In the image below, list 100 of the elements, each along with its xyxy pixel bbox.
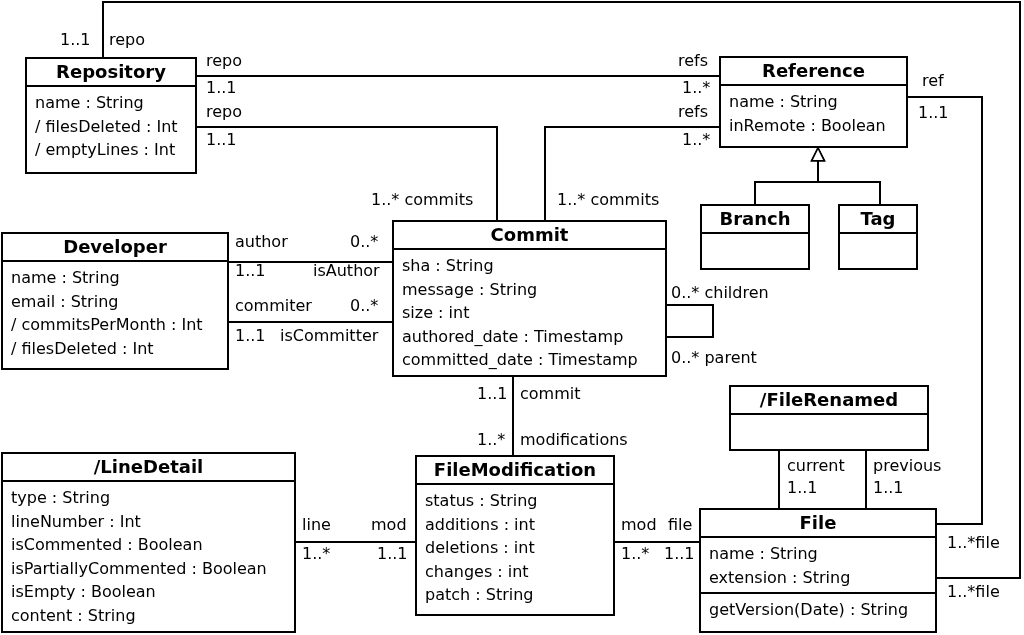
association-line [102, 1, 1021, 579]
class-name: Branch [719, 208, 791, 230]
attribute-text: / emptyLines : Int [35, 139, 177, 161]
association-label: line [302, 516, 331, 534]
association-label: commit [520, 385, 581, 403]
method-text: getVersion(Date) : String [709, 599, 910, 621]
association-line [295, 541, 416, 543]
attribute-text: size : int [402, 302, 471, 324]
association-label: ref [922, 72, 944, 90]
association-line [865, 450, 867, 509]
class-box [25, 57, 197, 174]
association-line [907, 96, 983, 525]
attribute-text: inRemote : Boolean [729, 114, 887, 137]
association-label: 1..* [477, 431, 506, 449]
generalization-arrow [810, 147, 881, 205]
association-line [196, 75, 720, 77]
association-label: 0..* [350, 297, 379, 315]
association-label: commiter [235, 297, 312, 315]
attribute-text: name : String [11, 267, 121, 289]
association-label: 1..1 [918, 104, 949, 122]
association-label: isCommitter [280, 327, 379, 345]
association-label: 1..* [302, 545, 331, 563]
class-name: /FileRenamed [759, 389, 899, 411]
attribute-text: name : String [35, 92, 145, 114]
association-label: refs [678, 103, 709, 121]
class-box [838, 204, 918, 270]
class-box [392, 220, 667, 377]
association-label: mod [371, 516, 407, 534]
attribute-text: extension : String [709, 566, 852, 589]
association-label: isAuthor [313, 262, 380, 280]
association-label: author [235, 233, 288, 251]
class-box [729, 385, 929, 451]
attribute-text: deletions : int [425, 537, 536, 559]
attribute-text: lineNumber : Int [11, 510, 142, 533]
association-label: mod [621, 516, 657, 534]
attribute-text: / filesDeleted : Int [11, 337, 155, 360]
association-label: 1..* [682, 79, 711, 97]
association-line [778, 450, 780, 509]
association-label: 0..* children [671, 284, 769, 302]
association-label: 1..1 [664, 545, 695, 563]
attribute-text: / filesDeleted : Int [35, 115, 179, 138]
association-label: 1..* commits [557, 191, 660, 209]
association-label: 1..1 [787, 479, 818, 497]
class-name: /LineDetail [93, 456, 204, 478]
class-name: Commit [490, 224, 569, 246]
attribute-text: changes : int [425, 560, 530, 583]
attribute-text: / commitsPerMonth : Int [11, 314, 204, 336]
association-line [544, 126, 720, 221]
attribute-text: status : String [425, 490, 539, 512]
association-label: 1..* [621, 545, 650, 563]
association-line [614, 541, 700, 543]
association-label: 1..1 [60, 31, 91, 49]
association-line [512, 376, 514, 456]
association-label: 1..*file [947, 583, 1000, 601]
class-name: File [799, 512, 837, 534]
attribute-text: authored_date : Timestamp [402, 325, 625, 348]
association-label: 0..* parent [671, 349, 757, 367]
class-name: Tag [860, 208, 896, 230]
association-label: 1..*file [947, 534, 1000, 552]
association-label: refs [678, 52, 709, 70]
association-label: 1..1 [206, 131, 237, 149]
association-line [196, 126, 498, 221]
association-label: modifications [520, 431, 628, 449]
association-label: repo [206, 52, 242, 70]
class-name: Repository [56, 61, 166, 83]
class-box [1, 452, 296, 633]
attribute-text: isEmpty : Boolean [11, 581, 157, 603]
class-box [415, 455, 615, 616]
association-label: 1..1 [873, 479, 904, 497]
attribute-text: committed_date : Timestamp [402, 349, 639, 371]
class-box [719, 56, 908, 148]
association-label: 1..1 [235, 327, 266, 345]
association-label: 1..* commits [371, 191, 474, 209]
attribute-text: name : String [709, 543, 819, 565]
class-name: FileModification [433, 459, 597, 481]
association-label: repo [109, 31, 145, 49]
association-line [228, 321, 393, 323]
class-box [1, 232, 229, 370]
attribute-text: patch : String [425, 584, 535, 606]
association-label: 1..1 [477, 385, 508, 403]
attribute-text: content : String [11, 604, 137, 627]
class-box [699, 508, 937, 633]
association-line [228, 261, 393, 263]
association-label: 1..* [682, 131, 711, 149]
association-label: current [787, 457, 845, 475]
association-label: 1..1 [377, 545, 408, 563]
attribute-text: message : String [402, 278, 539, 301]
attribute-text: sha : String [402, 255, 495, 277]
association-label: previous [873, 457, 942, 475]
association-label: repo [206, 103, 242, 121]
class-box [700, 204, 810, 270]
association-label: 0..* [350, 233, 379, 251]
association-label: file [668, 516, 693, 534]
class-name: Developer [63, 236, 167, 258]
attribute-text: name : String [729, 91, 839, 113]
class-name: Reference [762, 60, 865, 82]
association-label: 1..1 [206, 79, 237, 97]
attribute-text: email : String [11, 290, 120, 313]
association-label: 1..1 [235, 262, 266, 280]
association-line [666, 304, 714, 338]
